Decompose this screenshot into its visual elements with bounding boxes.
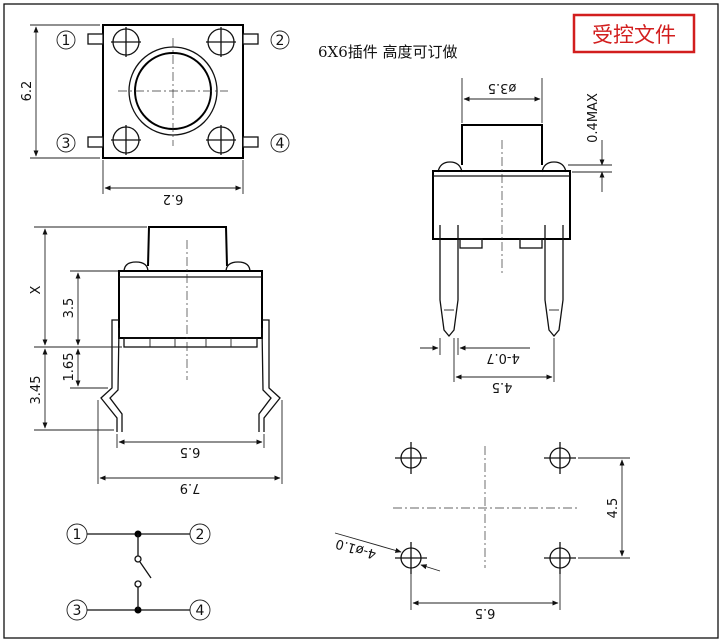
side-pitch-dim: 6.5 — [180, 444, 201, 459]
top-terminal-3 — [87, 136, 104, 148]
front-actuator — [461, 124, 543, 165]
schem-pin-4-label: 4 — [196, 603, 205, 619]
pcb-horizontal-dim: 6.5 — [475, 605, 496, 620]
side-lead-left-inner — [109, 327, 123, 432]
side-lead-left-outer — [100, 319, 119, 432]
schem-switch-contact — [139, 561, 152, 579]
top-pin-3-label: 3 — [62, 136, 71, 152]
side-lead-a-dim: 1.65 — [62, 353, 77, 382]
front-view: ø3.5 0.4MAX 4-0.7 4.5 — [420, 78, 612, 394]
top-view: 1 2 3 4 6.2 6.2 — [20, 24, 290, 206]
top-view-body — [102, 24, 244, 159]
front-pitch-dim: 4.5 — [492, 379, 513, 394]
top-height-dim: 6.2 — [20, 81, 35, 102]
schem-pin-3-label: 3 — [73, 603, 82, 619]
side-body-dim: 3.5 — [62, 298, 77, 319]
sheet-border — [3, 3, 719, 639]
front-actuator-dia-dim: ø3.5 — [488, 80, 517, 95]
top-pin-1-label: 1 — [62, 33, 71, 49]
side-view: X 3.5 1.65 3.45 6.5 7.9 — [29, 226, 283, 495]
side-actuator — [147, 226, 228, 267]
switch-schematic: 1 2 3 4 — [66, 523, 211, 621]
pcb-layout: 4.5 6.5 4-ø1.0 — [334, 442, 630, 620]
schem-pin-1-label: 1 — [73, 527, 82, 543]
top-pin-4-label: 4 — [276, 136, 285, 152]
side-x-dim: X — [29, 285, 44, 294]
controlled-document-stamp: 受控文件 — [572, 13, 696, 54]
front-pin-left — [439, 225, 459, 338]
front-body — [432, 170, 571, 240]
top-terminal-4 — [242, 136, 259, 148]
side-lead-b-dim: 3.45 — [29, 376, 44, 405]
side-lead-right-outer — [262, 319, 281, 432]
top-terminal-2 — [242, 33, 259, 45]
front-max-dim: 0.4MAX — [586, 93, 601, 143]
side-overall-dim: 7.9 — [180, 480, 201, 495]
top-pin-2-label: 2 — [276, 33, 285, 49]
front-pin-width-dim: 4-0.7 — [486, 350, 520, 365]
schem-pin-2-label: 2 — [196, 527, 205, 543]
drawing-title: 6X6插件 高度可订做 — [318, 43, 458, 61]
pcb-vertical-dim: 4.5 — [606, 498, 621, 519]
top-terminal-1 — [87, 33, 104, 45]
side-lead-right-inner — [258, 327, 272, 432]
top-width-dim: 6.2 — [163, 191, 184, 206]
side-body — [118, 270, 263, 339]
side-base — [123, 337, 258, 348]
stamp-label: 受控文件 — [592, 23, 676, 47]
front-pin-right — [544, 225, 564, 338]
